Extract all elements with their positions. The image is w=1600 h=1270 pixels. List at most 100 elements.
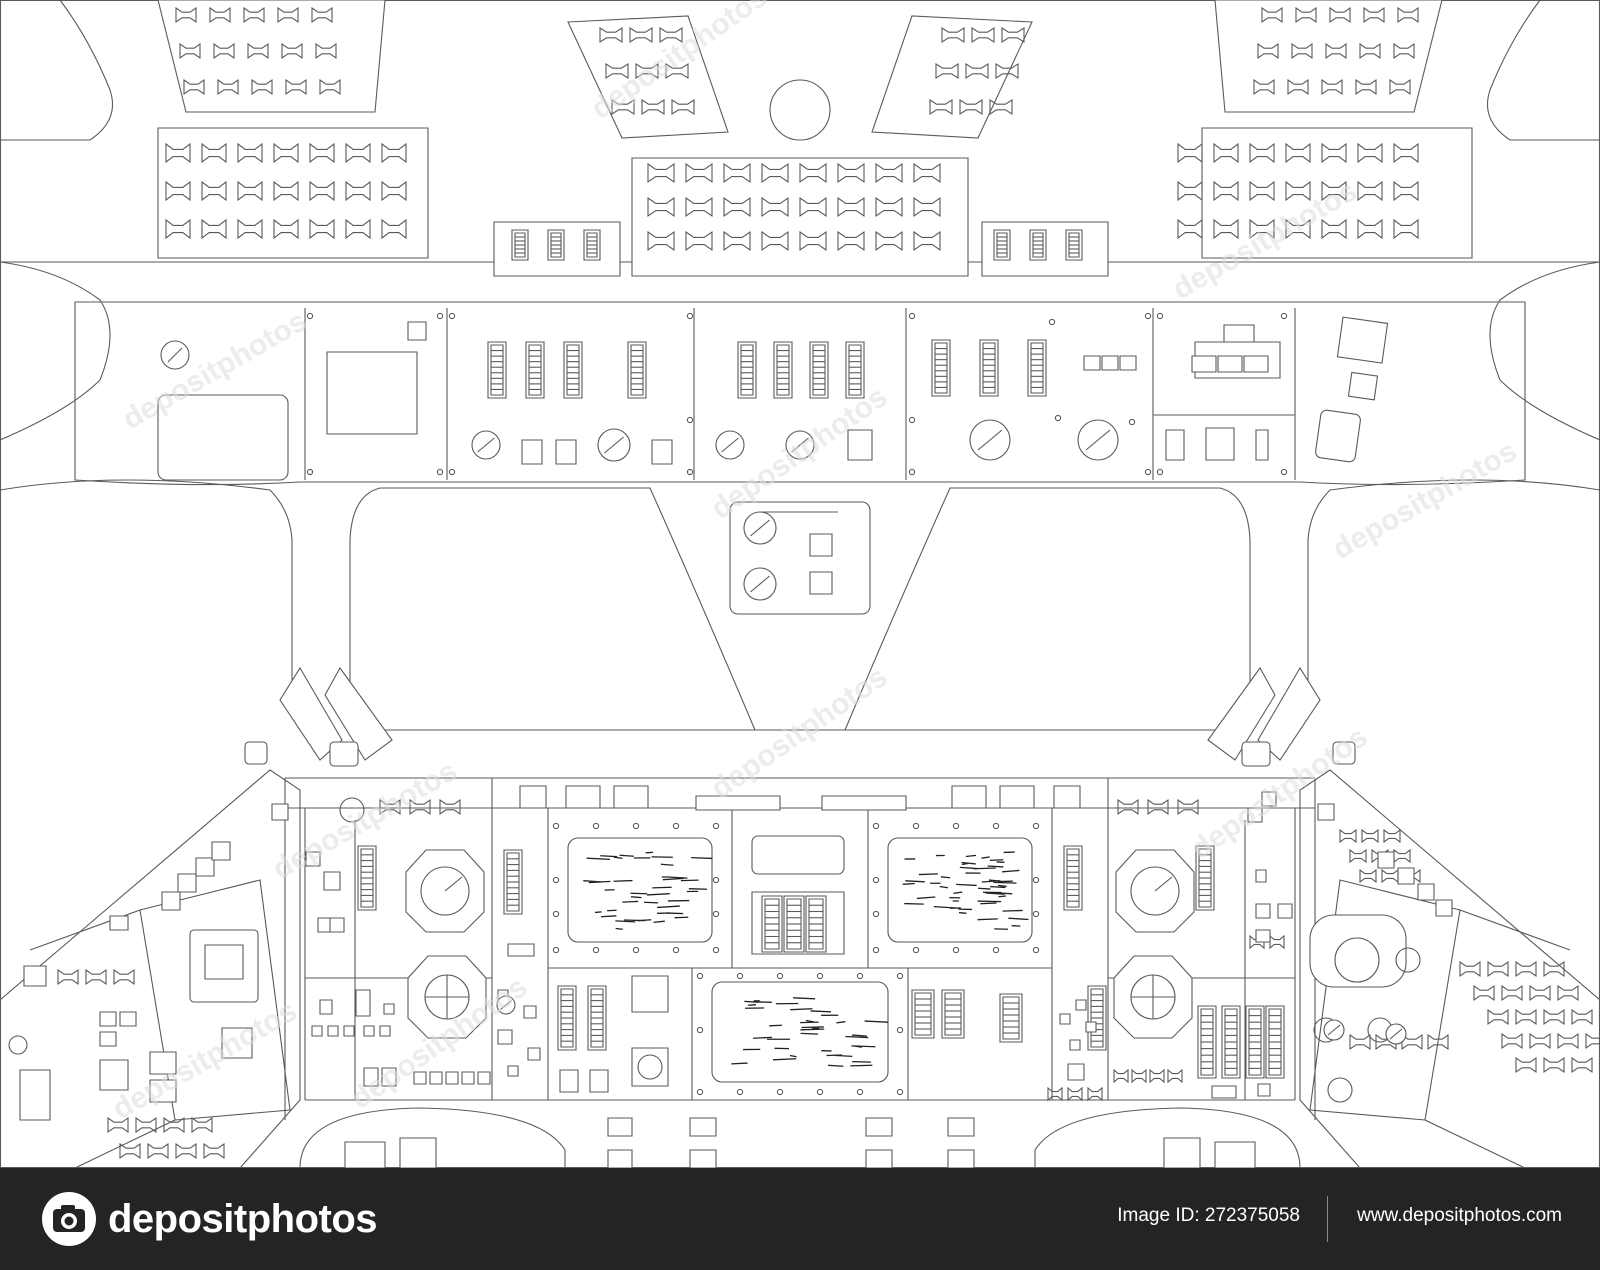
circuit-breaker-icon[interactable] <box>1292 44 1312 58</box>
circuit-breaker-icon[interactable] <box>1262 8 1282 22</box>
circuit-breaker-icon[interactable] <box>1250 220 1274 238</box>
circuit-breaker-icon[interactable] <box>990 100 1012 114</box>
toggle-switch[interactable] <box>120 1012 136 1026</box>
toggle-switch[interactable] <box>524 1006 536 1018</box>
toggle-switch[interactable] <box>810 534 832 556</box>
toggle-switch[interactable] <box>212 842 230 860</box>
circuit-breaker-icon[interactable] <box>914 164 940 182</box>
site-url-link[interactable]: www.depositphotos.com <box>1357 1205 1562 1226</box>
circuit-breaker-icon[interactable] <box>204 1144 224 1158</box>
circuit-breaker-icon[interactable] <box>686 232 712 250</box>
toggle-switch[interactable] <box>1076 1000 1086 1010</box>
toggle-switch[interactable] <box>528 1048 540 1060</box>
circuit-breaker-icon[interactable] <box>1544 1010 1564 1024</box>
circuit-breaker-icon[interactable] <box>202 182 226 200</box>
circuit-breaker-icon[interactable] <box>1516 962 1536 976</box>
circuit-breaker-icon[interactable] <box>1362 830 1378 842</box>
toggle-switch[interactable] <box>414 1072 426 1084</box>
toggle-switch[interactable] <box>364 1068 378 1086</box>
circuit-breaker-icon[interactable] <box>180 44 200 58</box>
circuit-breaker-icon[interactable] <box>108 1118 128 1132</box>
circuit-breaker-icon[interactable] <box>316 44 336 58</box>
circuit-breaker-icon[interactable] <box>1250 144 1274 162</box>
circuit-breaker-icon[interactable] <box>1286 144 1310 162</box>
toggle-switch[interactable] <box>810 572 832 594</box>
toggle-switch[interactable] <box>508 1066 518 1076</box>
circuit-breaker-icon[interactable] <box>648 232 674 250</box>
toggle-switch[interactable] <box>320 1000 332 1014</box>
toggle-switch[interactable] <box>478 1072 490 1084</box>
toggle-switch[interactable] <box>178 874 196 892</box>
circuit-breaker-icon[interactable] <box>914 198 940 216</box>
circuit-breaker-icon[interactable] <box>966 64 988 78</box>
toggle-switch[interactable] <box>100 1060 128 1090</box>
circuit-breaker-icon[interactable] <box>838 198 864 216</box>
toggle-switch[interactable] <box>556 440 576 464</box>
circuit-breaker-icon[interactable] <box>1544 962 1564 976</box>
circuit-breaker-icon[interactable] <box>876 232 902 250</box>
circuit-breaker-icon[interactable] <box>1286 220 1310 238</box>
toggle-switch[interactable] <box>1318 804 1334 820</box>
circuit-breaker-icon[interactable] <box>1288 80 1308 94</box>
toggle-switch[interactable] <box>382 1068 396 1086</box>
circuit-breaker-icon[interactable] <box>606 64 628 78</box>
circuit-breaker-icon[interactable] <box>1394 182 1418 200</box>
circuit-breaker-icon[interactable] <box>410 800 430 814</box>
toggle-switch[interactable] <box>430 1072 442 1084</box>
circuit-breaker-icon[interactable] <box>164 1118 184 1132</box>
circuit-breaker-icon[interactable] <box>1214 144 1238 162</box>
circuit-breaker-icon[interactable] <box>1516 1058 1536 1072</box>
circuit-breaker-icon[interactable] <box>1132 1070 1146 1082</box>
circuit-breaker-icon[interactable] <box>282 44 302 58</box>
toggle-switch[interactable] <box>1070 1040 1080 1050</box>
circuit-breaker-icon[interactable] <box>238 144 262 162</box>
circuit-breaker-icon[interactable] <box>192 1118 212 1132</box>
toggle-switch[interactable] <box>364 1026 374 1036</box>
circuit-breaker-icon[interactable] <box>1270 936 1284 948</box>
circuit-breaker-icon[interactable] <box>1088 1088 1102 1100</box>
circuit-breaker-icon[interactable] <box>800 164 826 182</box>
toggle-switch[interactable] <box>1278 904 1292 918</box>
toggle-switch[interactable] <box>1256 430 1268 460</box>
circuit-breaker-icon[interactable] <box>1586 1034 1600 1048</box>
circuit-breaker-icon[interactable] <box>1544 1058 1564 1072</box>
circuit-breaker-icon[interactable] <box>214 44 234 58</box>
circuit-breaker-icon[interactable] <box>202 144 226 162</box>
circuit-breaker-icon[interactable] <box>310 220 334 238</box>
circuit-breaker-icon[interactable] <box>382 182 406 200</box>
circuit-breaker-icon[interactable] <box>1326 44 1346 58</box>
toggle-switch[interactable] <box>446 1072 458 1084</box>
circuit-breaker-icon[interactable] <box>320 80 340 94</box>
circuit-breaker-icon[interactable] <box>1428 1035 1448 1049</box>
circuit-breaker-icon[interactable] <box>1178 144 1202 162</box>
circuit-breaker-icon[interactable] <box>642 100 664 114</box>
circuit-breaker-icon[interactable] <box>686 164 712 182</box>
circuit-breaker-icon[interactable] <box>1530 1034 1550 1048</box>
toggle-switch[interactable] <box>652 440 672 464</box>
circuit-breaker-icon[interactable] <box>1258 44 1278 58</box>
circuit-breaker-icon[interactable] <box>838 164 864 182</box>
toggle-switch[interactable] <box>1192 356 1216 372</box>
circuit-breaker-icon[interactable] <box>1148 800 1168 814</box>
toggle-switch[interactable] <box>522 440 542 464</box>
circuit-breaker-icon[interactable] <box>166 220 190 238</box>
switch-bank-icon[interactable] <box>942 990 964 1038</box>
toggle-switch[interactable] <box>356 990 370 1016</box>
circuit-breaker-icon[interactable] <box>1296 8 1316 22</box>
toggle-switch[interactable] <box>590 1070 608 1092</box>
circuit-breaker-icon[interactable] <box>274 144 298 162</box>
circuit-breaker-icon[interactable] <box>1250 182 1274 200</box>
circuit-breaker-icon[interactable] <box>1168 1070 1182 1082</box>
circuit-breaker-icon[interactable] <box>1460 962 1480 976</box>
circuit-breaker-icon[interactable] <box>1516 1010 1536 1024</box>
toggle-switch[interactable] <box>196 858 214 876</box>
circuit-breaker-icon[interactable] <box>1048 1088 1062 1100</box>
circuit-breaker-icon[interactable] <box>252 80 272 94</box>
circuit-breaker-icon[interactable] <box>1322 80 1342 94</box>
circuit-breaker-icon[interactable] <box>244 8 264 22</box>
circuit-breaker-icon[interactable] <box>346 144 370 162</box>
circuit-breaker-icon[interactable] <box>942 28 964 42</box>
toggle-switch[interactable] <box>150 1080 176 1102</box>
circuit-breaker-icon[interactable] <box>1384 830 1400 842</box>
circuit-breaker-icon[interactable] <box>600 28 622 42</box>
